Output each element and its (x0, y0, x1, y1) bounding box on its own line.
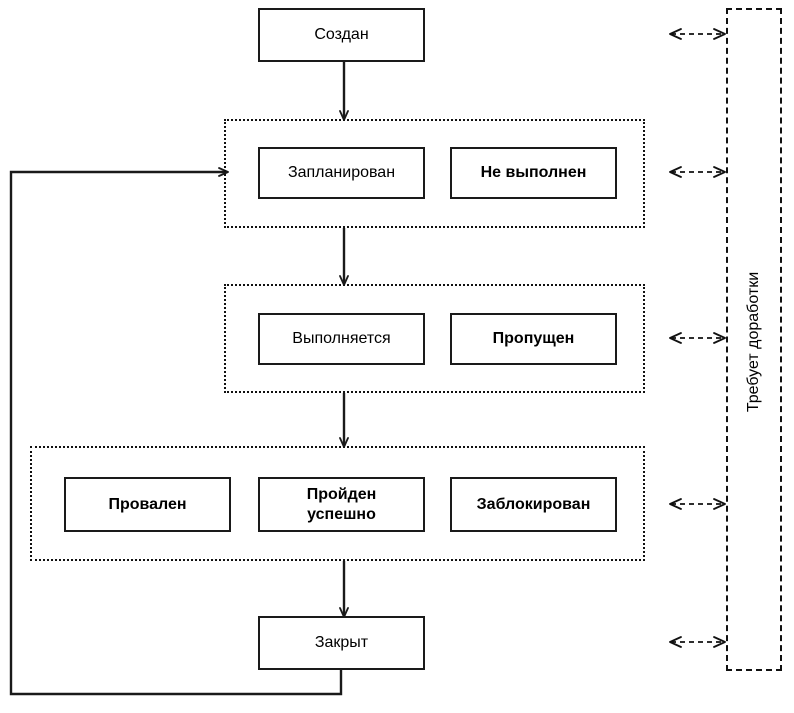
state-label-planned: Запланирован (287, 164, 396, 181)
group-planned-states (224, 119, 645, 228)
state-label-skipped: Пропущен (492, 330, 575, 347)
state-node-failed[interactable]: Провален (64, 477, 231, 532)
state-node-closed[interactable]: Закрыт (258, 616, 425, 670)
state-node-skipped[interactable]: Пропущен (450, 313, 617, 365)
rework-panel-label: Требует доработки (745, 271, 762, 413)
state-label-created: Создан (314, 26, 369, 43)
state-label-not-executed: Не выполнен (480, 164, 587, 181)
state-node-blocked[interactable]: Заблокирован (450, 477, 617, 532)
state-label-in-progress: Выполняется (292, 330, 391, 347)
state-label-blocked: Заблокирован (476, 495, 591, 513)
state-node-passed[interactable]: Пройден успешно (258, 477, 425, 532)
state-node-planned[interactable]: Запланирован (258, 147, 425, 199)
group-progress-states (224, 284, 645, 393)
state-label-passed: Пройден успешно (306, 485, 377, 523)
group-result-states (30, 446, 645, 561)
state-node-not-executed[interactable]: Не выполнен (450, 147, 617, 199)
rework-panel (726, 8, 782, 671)
state-label-closed: Закрыт (314, 634, 369, 651)
state-node-in-progress[interactable]: Выполняется (258, 313, 425, 365)
state-label-failed: Провален (108, 495, 187, 513)
state-node-created[interactable]: Создан (258, 8, 425, 62)
